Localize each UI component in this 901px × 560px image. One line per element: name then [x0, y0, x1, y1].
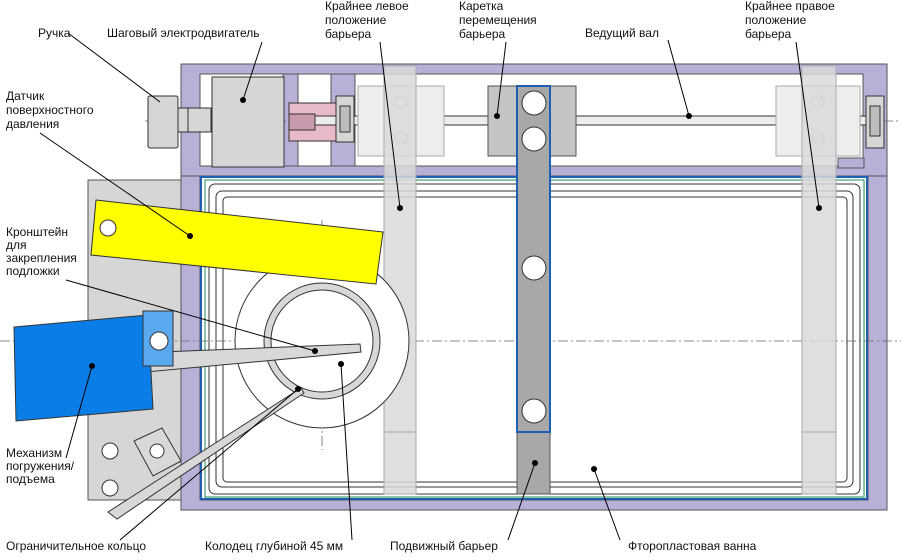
mechanism-hole: [149, 331, 169, 351]
dipping-mechanism: [13, 314, 154, 422]
plate-hole: [101, 479, 119, 497]
plate-hole: [101, 442, 119, 460]
well-assembly: [234, 253, 410, 429]
leader-carriage: [496, 41, 507, 117]
leader-right-extreme: [795, 41, 820, 209]
label-dipping-mechanism: Механизм погружения/ подъема: [6, 446, 77, 486]
label-stepper-motor: Шаговый электродвигатель: [107, 26, 260, 40]
stepper-motor: [211, 76, 285, 168]
leader-mechanism: [65, 365, 93, 459]
leader-shaft: [667, 39, 690, 117]
clamp-hole: [149, 443, 165, 459]
barrier-right-extreme: [801, 65, 837, 495]
barrier-hole: [521, 126, 547, 152]
barrier-hole: [521, 398, 547, 424]
leader-dot: [494, 113, 500, 119]
label-drive-shaft: Ведущий вал: [585, 26, 659, 40]
barrier-left-extreme: [383, 65, 417, 495]
handle: [147, 95, 179, 149]
bracket-hole: [99, 219, 117, 237]
leader-bracket: [65, 279, 316, 352]
leader-dot: [295, 386, 301, 392]
label-ptfe-bath: Фторопластовая ванна: [628, 539, 757, 553]
barriers: [383, 65, 837, 495]
leader-bath: [593, 468, 621, 541]
shaft-nut-left-inner: [339, 105, 351, 133]
leader-dot: [591, 466, 597, 472]
shaft-nut-right-inner: [869, 105, 881, 137]
label-carriage: Каретка перемещения барьера: [459, 0, 540, 41]
leader-dot: [532, 460, 538, 466]
label-pressure-sensor: Датчик поверхностного давления: [6, 89, 97, 131]
leader-dot: [686, 113, 692, 119]
frame-foot-right: [837, 157, 865, 169]
holder-rod: [107, 387, 305, 520]
substrate-bracket: [90, 199, 384, 285]
leader-dot: [312, 348, 318, 354]
leader-sensor: [39, 132, 191, 237]
label-well: Колодец глубиной 45 мм: [205, 539, 343, 553]
label-movable-barrier: Подвижный барьер: [390, 539, 498, 553]
leader-lines: [39, 32, 822, 541]
leader-left-extreme: [379, 41, 401, 209]
leader-dot: [187, 233, 193, 239]
coupling-sleeve: [288, 113, 316, 131]
leader-barrier: [507, 462, 536, 541]
leader-dot: [240, 97, 246, 103]
label-substrate-bracket: Кронштейн для закрепления подложки: [6, 225, 80, 278]
well: [270, 289, 374, 393]
barrier-hole: [521, 90, 547, 116]
drive-components: [147, 76, 885, 168]
leader-well: [340, 363, 353, 541]
handle-hub: [177, 107, 212, 133]
leader-dot: [816, 205, 822, 211]
leader-ring: [119, 388, 299, 541]
label-limiting-ring: Ограничительное кольцо: [6, 539, 146, 553]
leader-motor: [242, 41, 263, 101]
leader-dot: [397, 205, 403, 211]
label-left-extreme: Крайнее левое положение барьера: [325, 0, 412, 41]
label-handle: Ручка: [38, 26, 71, 40]
leader-dot: [338, 361, 344, 367]
barrier-hole: [521, 255, 547, 281]
label-right-extreme: Крайнее правое положение барьера: [745, 0, 838, 41]
labels: Ручка Шаговый электродвигатель Крайнее л…: [6, 0, 838, 553]
leader-dot: [89, 363, 95, 369]
leader-handle: [67, 32, 161, 103]
movable-barrier-outline: [516, 85, 551, 433]
